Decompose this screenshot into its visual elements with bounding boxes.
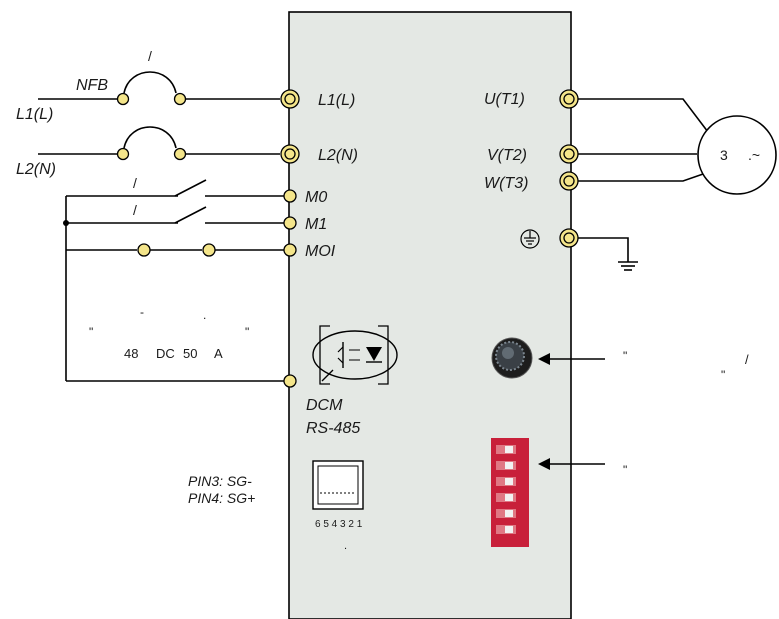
terminal-m1: [283, 216, 297, 230]
spec-dc: DC: [156, 346, 175, 361]
rj45-port-icon: [312, 460, 364, 510]
nfb-contact-1a: [116, 92, 130, 106]
knob-note-quote-open: ": [623, 349, 627, 363]
terminal-label-w: W(T3): [484, 175, 528, 192]
terminal-ground: [559, 228, 579, 248]
control-wiring: [63, 179, 284, 382]
motor-icon: [697, 115, 777, 195]
switch-m1-mark: /: [133, 202, 137, 218]
dcm-label: DCM: [306, 397, 343, 414]
motor-label-sym: .~: [748, 147, 760, 163]
note-dash: -: [140, 305, 144, 319]
optocoupler-icon: [312, 325, 398, 385]
knob-note-slash: /: [745, 352, 749, 367]
input-l1-label: L1(L): [16, 106, 53, 123]
dip-switch-icon: [491, 438, 529, 547]
terminal-label-l1: L1(L): [318, 92, 355, 109]
ground-icon: [520, 229, 540, 249]
output-wiring: [578, 98, 709, 271]
nfb-contact-2b: [173, 147, 187, 161]
spec-50: 50: [183, 346, 197, 361]
nfb-contact-1b: [173, 92, 187, 106]
nfb-contact-2a: [116, 147, 130, 161]
rj45-pin-numbers: 6 5 4 3 2 1: [315, 519, 363, 530]
terminal-dcm: [283, 374, 297, 388]
note-quote-left: ": [89, 325, 93, 339]
motor-label-num: 3: [720, 147, 728, 163]
terminal-label-m1: M1: [305, 216, 327, 233]
nfb-label: NFB: [76, 77, 108, 94]
dip-arrow: [538, 458, 550, 470]
rs485-label: RS-485: [306, 420, 360, 437]
terminal-w: [559, 171, 579, 191]
terminal-label-v: V(T2): [487, 147, 527, 164]
terminal-label-u: U(T1): [484, 91, 525, 108]
note-dot: .: [203, 308, 206, 322]
spec-a: A: [214, 346, 223, 361]
nfb-slash: /: [148, 48, 152, 64]
knob-icon: [491, 337, 533, 379]
terminal-v: [559, 144, 579, 164]
power-input-wiring: [38, 71, 280, 161]
spec-48: 48: [124, 346, 138, 361]
terminal-l1: [280, 89, 300, 109]
pin3-label: PIN3: SG-: [188, 473, 252, 489]
terminal-l2: [280, 144, 300, 164]
knob-arrow: [538, 353, 550, 365]
terminal-label-m0: M0: [305, 189, 327, 206]
knob-note-quote-close: ": [721, 368, 725, 382]
terminal-moi: [283, 243, 297, 257]
input-l2-label: L2(N): [16, 161, 56, 178]
pin4-label: PIN4: SG+: [188, 490, 255, 506]
dip-note-quote-open: ": [623, 463, 627, 477]
rj45-dot: .: [344, 540, 347, 552]
terminal-label-moi: MOI: [305, 243, 336, 260]
terminal-u: [559, 89, 579, 109]
switch-m0-mark: /: [133, 175, 137, 191]
note-quote-right: ": [245, 325, 249, 339]
terminal-label-l2: L2(N): [318, 147, 358, 164]
terminal-m0: [283, 189, 297, 203]
